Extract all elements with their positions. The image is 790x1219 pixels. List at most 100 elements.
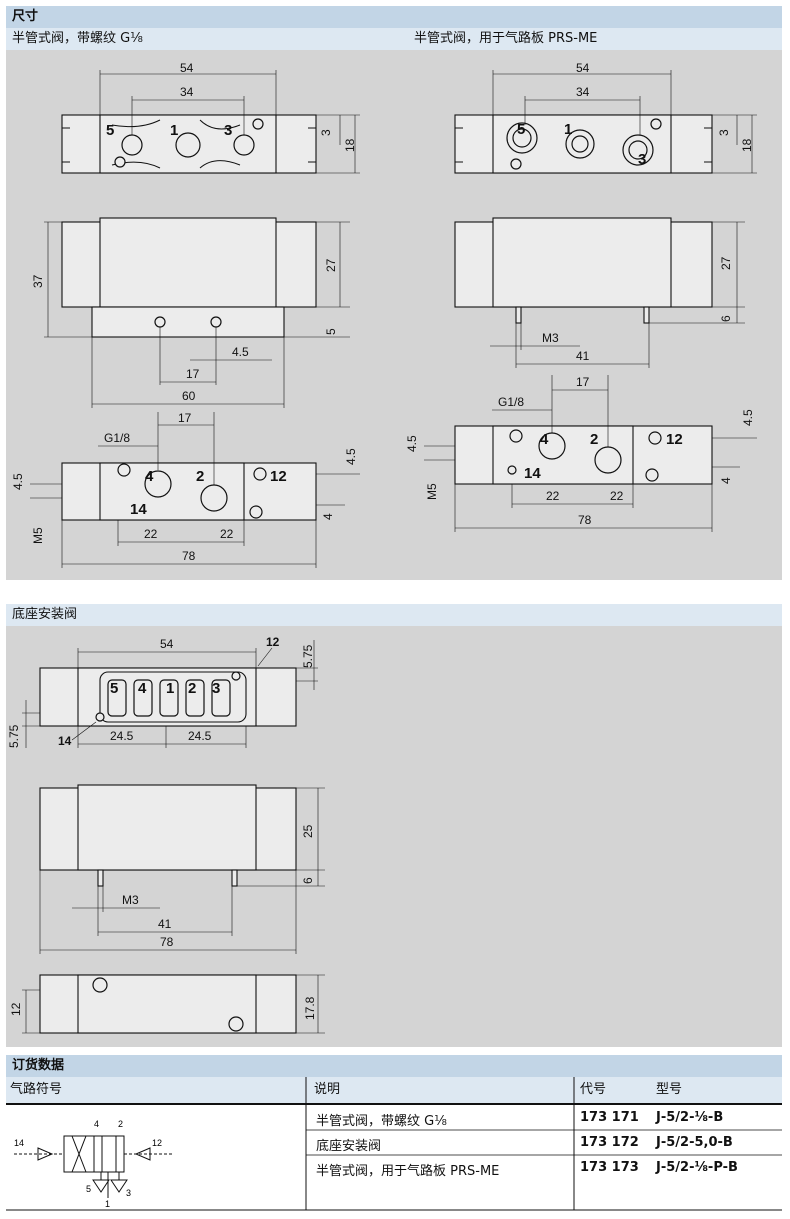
subbase-port-3: 3 bbox=[212, 680, 220, 697]
left-bot-dim-4-5a: 4.5 bbox=[11, 473, 25, 490]
port-1-right-top: 1 bbox=[564, 121, 572, 138]
order-title: 订货数据 bbox=[12, 1058, 65, 1073]
right-mid-dim-27: 27 bbox=[719, 256, 733, 270]
symbol-port-5: 5 bbox=[86, 1184, 91, 1194]
port-12-right: 12 bbox=[666, 431, 683, 448]
right-bot-thread: G1/8 bbox=[498, 395, 524, 409]
left-mid-dim-17: 17 bbox=[186, 367, 200, 381]
section-title-dimensions: 尺寸 bbox=[6, 6, 782, 28]
left-mid-dim-5: 5 bbox=[324, 328, 338, 335]
port-12-left: 12 bbox=[270, 468, 287, 485]
left-bot-dim-22b: 22 bbox=[220, 527, 234, 541]
left-top-dim-54: 54 bbox=[180, 61, 194, 75]
header-desc: 说明 bbox=[314, 1082, 341, 1097]
row1-desc: 半管式阀，带螺纹 G⅛ bbox=[316, 1114, 447, 1129]
left-bot-thread: G1/8 bbox=[104, 431, 130, 445]
header-code: 代号 bbox=[580, 1082, 607, 1097]
section-title-text: 尺寸 bbox=[12, 9, 39, 24]
left-bottom-view: 4 2 12 14 17 G1/8 4.5 4.5 4 M5 22 22 78 bbox=[11, 411, 360, 568]
subbase-top-view: 5 4 1 2 3 54 12 5.75 5.75 14 24.5 24.5 bbox=[7, 635, 318, 748]
left-top-dim-3: 3 bbox=[319, 129, 333, 136]
subbase-bottom-view: 12 17.8 bbox=[9, 974, 325, 1034]
subbase-front-view: 25 6 M3 41 78 bbox=[39, 784, 325, 954]
subbase-dim-5-75b: 5.75 bbox=[7, 724, 21, 748]
subbase-dim-25: 25 bbox=[301, 824, 315, 838]
left-top-dim-18: 18 bbox=[343, 138, 357, 152]
order-header: 气路符号 说明 代号 型号 bbox=[6, 1077, 782, 1103]
right-top-dim-34: 34 bbox=[576, 85, 590, 99]
left-top-view: 5 1 3 54 34 3 18 bbox=[61, 61, 360, 174]
left-bot-dim-22a: 22 bbox=[144, 527, 158, 541]
left-bot-m5: M5 bbox=[31, 527, 45, 544]
left-mid-dim-4-5: 4.5 bbox=[232, 345, 249, 359]
port-4-right: 4 bbox=[540, 431, 549, 448]
right-bot-dim-4: 4 bbox=[719, 477, 733, 484]
right-bot-dim-78: 78 bbox=[578, 513, 592, 527]
subbase-port-4: 4 bbox=[138, 680, 147, 697]
row3-model: J-5/2-⅛-P-B bbox=[656, 1160, 738, 1175]
right-top-dim-18: 18 bbox=[740, 138, 754, 152]
port-2-left: 2 bbox=[196, 468, 204, 485]
symbol-port-12: 12 bbox=[152, 1138, 162, 1148]
left-front-view: 37 27 5 4.5 17 60 bbox=[31, 217, 350, 408]
caption-bar: 半管式阀，带螺纹 G⅛ 半管式阀，用于气路板 PRS-ME bbox=[6, 28, 782, 50]
right-mid-m3: M3 bbox=[542, 331, 559, 345]
left-bot-dim-78: 78 bbox=[182, 549, 196, 563]
right-front-view: 27 6 M3 41 bbox=[454, 217, 745, 368]
subbase-dim-6: 6 bbox=[301, 877, 315, 884]
right-bot-dim-22b: 22 bbox=[610, 489, 624, 503]
header-model: 型号 bbox=[656, 1082, 683, 1097]
right-mid-dim-6: 6 bbox=[719, 315, 733, 322]
symbol-port-2: 2 bbox=[118, 1119, 123, 1129]
left-mid-dim-37: 37 bbox=[31, 274, 45, 288]
right-bot-dim-17: 17 bbox=[576, 375, 590, 389]
order-title-bar: 订货数据 bbox=[6, 1055, 782, 1077]
right-bot-dim-22a: 22 bbox=[546, 489, 560, 503]
row1-code: 173 171 bbox=[580, 1110, 639, 1125]
right-caption: 半管式阀，用于气路板 PRS-ME bbox=[414, 31, 598, 46]
right-bottom-view: 4 2 12 14 17 G1/8 4.5 4.5 4 M5 22 22 78 bbox=[405, 375, 757, 532]
subbase-dim-5-75a: 5.75 bbox=[301, 644, 315, 668]
port-2-right: 2 bbox=[590, 431, 598, 448]
subbase-dim-41: 41 bbox=[158, 917, 172, 931]
right-bot-dim-4-5a: 4.5 bbox=[405, 435, 419, 452]
port-4-left: 4 bbox=[145, 468, 154, 485]
row3-desc: 半管式阀，用于气路板 PRS-ME bbox=[316, 1164, 500, 1179]
right-bot-dim-4-5b: 4.5 bbox=[741, 409, 755, 426]
row1-model: J-5/2-⅛-B bbox=[656, 1110, 724, 1125]
port-3-right-top: 3 bbox=[638, 151, 646, 168]
subbase-caption-bar: 底座安装阀 bbox=[6, 604, 782, 626]
port-5-right-top: 5 bbox=[517, 121, 525, 138]
left-mid-dim-27: 27 bbox=[324, 258, 338, 272]
subbase-dim-17-8: 17.8 bbox=[303, 996, 317, 1020]
subbase-dim-54: 54 bbox=[160, 637, 174, 651]
header-symbol: 气路符号 bbox=[10, 1082, 63, 1097]
left-bot-dim-17: 17 bbox=[178, 411, 192, 425]
subbase-port-1: 1 bbox=[166, 680, 174, 697]
subbase-port-2: 2 bbox=[188, 680, 196, 697]
port-1-left-top: 1 bbox=[170, 122, 178, 139]
port-5-left-top: 5 bbox=[106, 122, 114, 139]
right-top-view: 5 1 3 54 34 3 18 bbox=[454, 61, 757, 174]
subbase-dim-24-5a: 24.5 bbox=[110, 729, 134, 743]
left-bot-dim-4-5b: 4.5 bbox=[344, 448, 358, 465]
right-top-dim-3: 3 bbox=[717, 129, 731, 136]
port-14-right: 14 bbox=[524, 465, 541, 482]
left-caption: 半管式阀，带螺纹 G⅛ bbox=[12, 31, 143, 46]
symbol-port-3: 3 bbox=[126, 1188, 131, 1198]
subbase-dim-24-5b: 24.5 bbox=[188, 729, 212, 743]
subbase-port-14: 14 bbox=[58, 734, 72, 748]
subbase-dim-78: 78 bbox=[160, 935, 174, 949]
row2-desc: 底座安装阀 bbox=[316, 1139, 382, 1154]
symbol-port-1: 1 bbox=[105, 1199, 110, 1209]
row2-code: 173 172 bbox=[580, 1135, 639, 1150]
symbol-port-14: 14 bbox=[14, 1138, 24, 1148]
right-bot-m5: M5 bbox=[425, 483, 439, 500]
right-top-dim-54: 54 bbox=[576, 61, 590, 75]
subbase-port-12: 12 bbox=[266, 635, 280, 649]
port-3-left-top: 3 bbox=[224, 122, 232, 139]
subbase-port-5: 5 bbox=[110, 680, 118, 697]
valve-symbol: 4 2 14 12 5 3 1 bbox=[14, 1119, 172, 1209]
